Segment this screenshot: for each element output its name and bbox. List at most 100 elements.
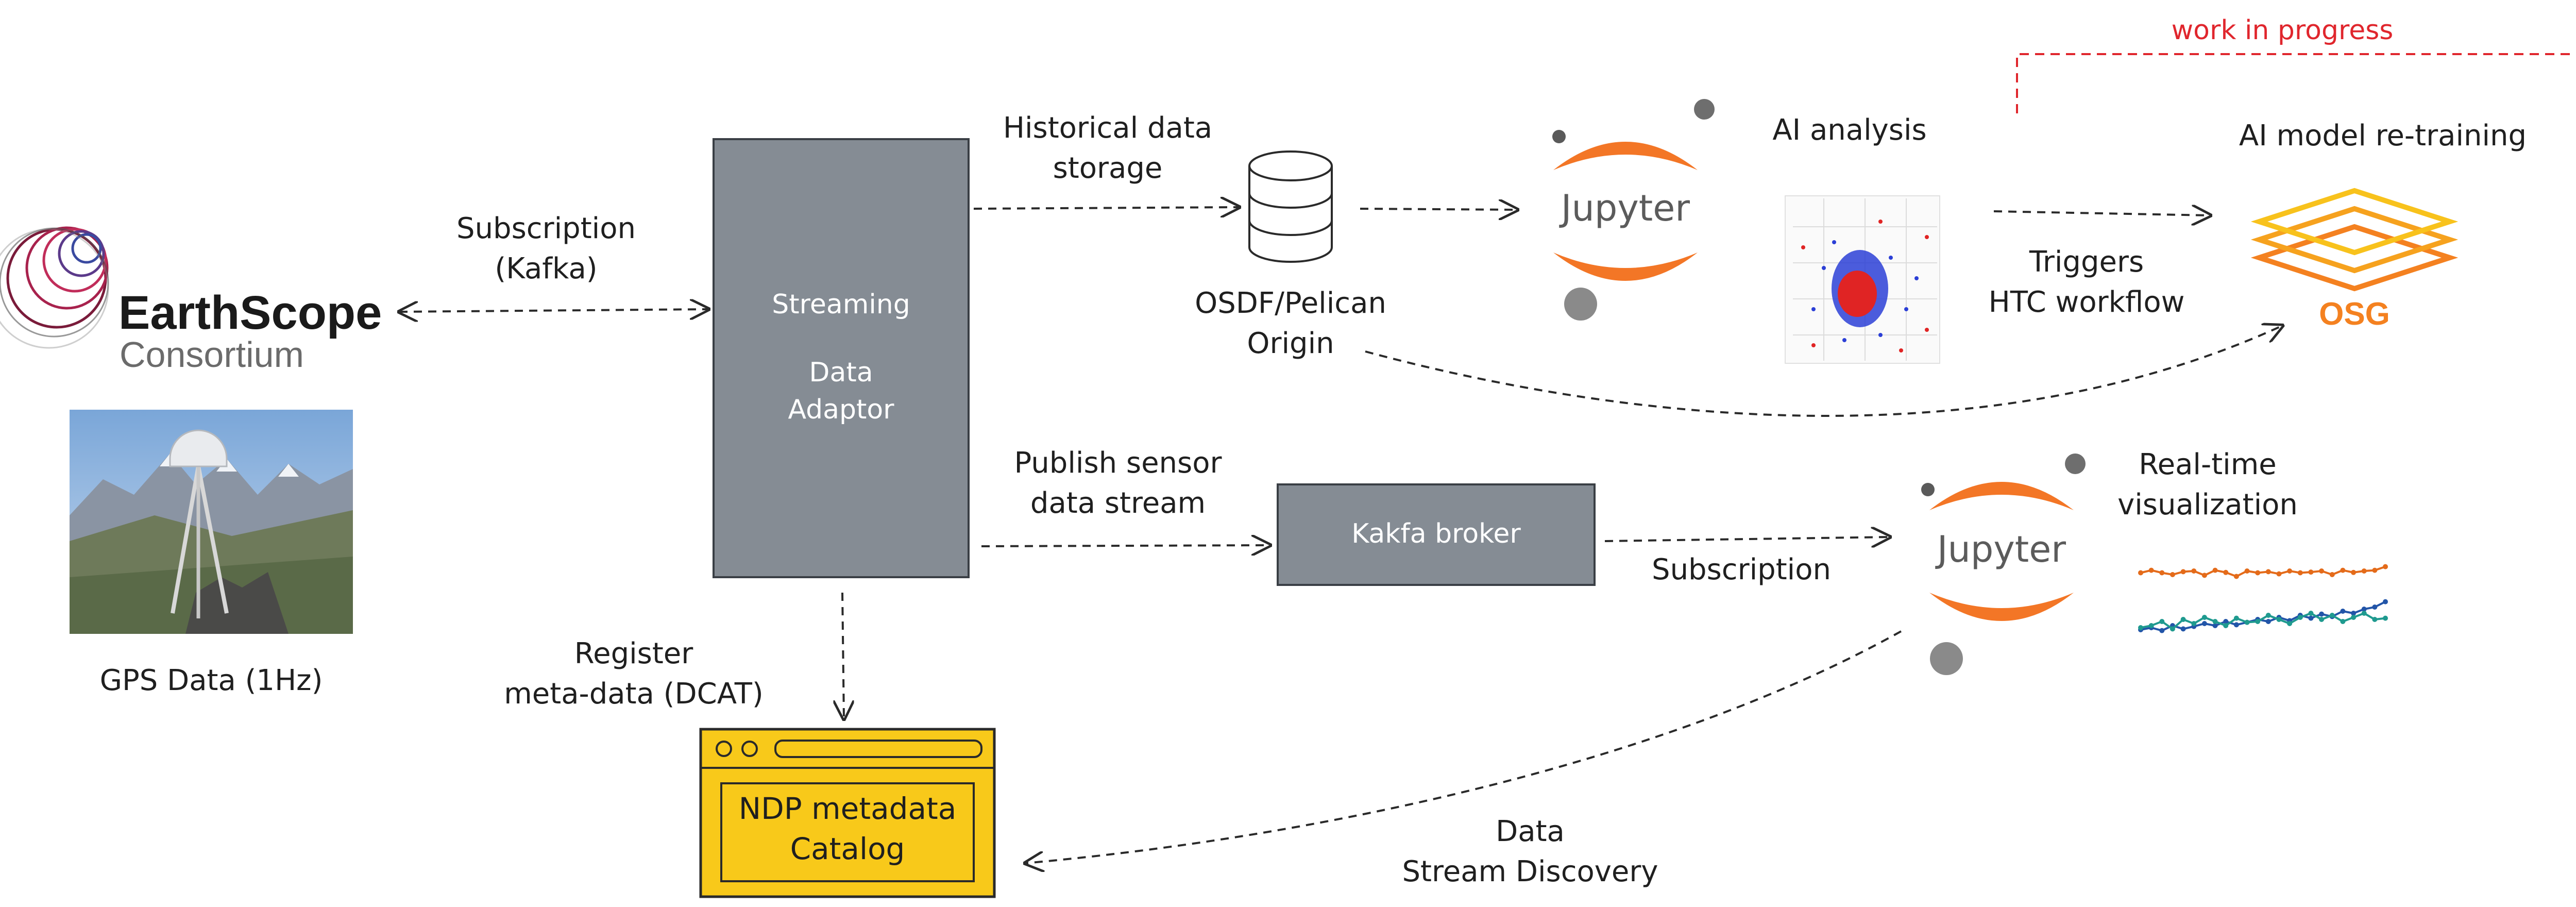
viz-point (2372, 604, 2378, 610)
edge-osdf-jupyter (1360, 209, 1517, 210)
catalog-window (699, 728, 996, 898)
viz-point (2340, 619, 2346, 624)
viz-point (2383, 615, 2388, 621)
viz-point (2319, 617, 2325, 622)
viz-point (2138, 625, 2143, 630)
viz-series-line (2140, 565, 2386, 578)
edge-earthscope-adaptor (399, 309, 708, 312)
jupyter-text-bottom: Jupyter (1935, 528, 2066, 570)
viz-point (2255, 570, 2261, 576)
viz-point (2265, 569, 2271, 575)
viz-point (2159, 570, 2165, 576)
viz-point (2212, 567, 2218, 573)
edge-adaptor-kafka (981, 545, 1270, 546)
earthscope-name: EarthScope (118, 287, 382, 339)
viz-point (2351, 611, 2357, 616)
historical-storage-label: Historical data storage (1003, 111, 1213, 185)
viz-point (2297, 570, 2303, 576)
edge-kafka-jupyter (1604, 537, 1890, 541)
viz-point (2170, 572, 2175, 577)
viz-point (2308, 611, 2314, 616)
viz-point (2223, 619, 2229, 624)
viz-point (2361, 611, 2367, 616)
viz-point (2201, 573, 2207, 578)
viz-point (2329, 572, 2335, 577)
viz-point (2255, 619, 2261, 624)
viz-point (2180, 617, 2186, 622)
publish-label: Publish sensor data stream (1014, 446, 1222, 520)
viz-point (2319, 611, 2325, 617)
viz-point (2340, 609, 2346, 614)
wip-label: work in progress (2171, 15, 2394, 46)
viz-point (2287, 621, 2293, 626)
viz-point (2308, 615, 2314, 621)
viz-point (2212, 623, 2218, 628)
viz-point (2223, 569, 2229, 575)
viz-point (2159, 628, 2165, 633)
viz-point (2201, 621, 2207, 626)
viz-point (2148, 623, 2154, 628)
edge-adaptor-osdf (973, 207, 1239, 209)
viz-point (2287, 568, 2293, 574)
address-bar-icon (774, 740, 982, 758)
adaptor-label: Streaming Data Adaptor (772, 289, 910, 425)
gps-label: GPS Data (1Hz) (99, 664, 323, 697)
kafka-broker-label: Kakfa broker (1351, 518, 1521, 549)
osdf-label: OSDF/Pelican Origin (1195, 287, 1386, 360)
viz-point (2244, 619, 2250, 625)
jupyter-logo-top-icon (1552, 99, 1715, 321)
osg-logo-icon (2250, 188, 2459, 292)
viz-point (2170, 626, 2175, 632)
earthscope-logo-icon (0, 226, 109, 349)
subscription-label: Subscription (1652, 553, 1831, 586)
viz-point (2383, 599, 2388, 604)
viz-point (2233, 574, 2239, 579)
viz-point (2180, 626, 2186, 632)
realtime-line-chart (2138, 564, 2388, 633)
viz-point (2233, 615, 2239, 621)
viz-point (2233, 622, 2239, 628)
viz-point (2265, 613, 2271, 618)
viz-point (2276, 571, 2282, 577)
viz-series-line (2140, 600, 2386, 632)
triggers-label: Triggers HTC workflow (1988, 245, 2185, 319)
subscription-kafka-label: Subscription (Kafka) (456, 212, 636, 285)
viz-point (2361, 607, 2367, 612)
viz-point (2372, 617, 2378, 622)
ai-analysis-label: AI analysis (1772, 113, 1927, 147)
jupyter-logo-bottom-icon (1921, 454, 2086, 675)
edge-jupyter-catalog (1025, 630, 1902, 863)
edge-osdf-osg (1365, 326, 2282, 417)
window-dot-icon (716, 741, 732, 757)
viz-point (2201, 615, 2207, 620)
viz-point (2351, 615, 2357, 620)
database-icon (1248, 150, 1333, 263)
viz-point (2223, 623, 2229, 628)
viz-point (2383, 564, 2388, 569)
viz-point (2276, 617, 2282, 622)
jupyter-text-top: Jupyter (1559, 187, 1690, 229)
edge-ai-osg (1993, 211, 2210, 215)
viz-point (2308, 569, 2314, 575)
realtime-label: Real-time visualization (2117, 448, 2298, 522)
streaming-data-adaptor-box (713, 138, 970, 578)
viz-point (2191, 568, 2197, 574)
window-dot-icon (741, 741, 758, 757)
earthscope-sub: Consortium (120, 334, 304, 375)
viz-point (2191, 621, 2197, 626)
viz-point (2340, 567, 2346, 573)
viz-point (2148, 567, 2154, 573)
viz-point (2138, 570, 2143, 576)
ai-retraining-label: AI model re-training (2239, 119, 2527, 153)
viz-point (2265, 619, 2271, 624)
catalog-label: NDP metadata Catalog (738, 791, 957, 866)
edge-adaptor-catalog (842, 592, 844, 719)
viz-point (2244, 568, 2250, 574)
viz-point (2361, 568, 2367, 574)
gps-station-photo (70, 410, 353, 634)
osg-text: OSG (2319, 296, 2390, 332)
stream-discovery-label: Data Stream Discovery (1402, 815, 1658, 888)
viz-point (2372, 567, 2378, 573)
wip-bracket (2016, 53, 2576, 113)
kafka-broker-box (1277, 483, 1596, 586)
